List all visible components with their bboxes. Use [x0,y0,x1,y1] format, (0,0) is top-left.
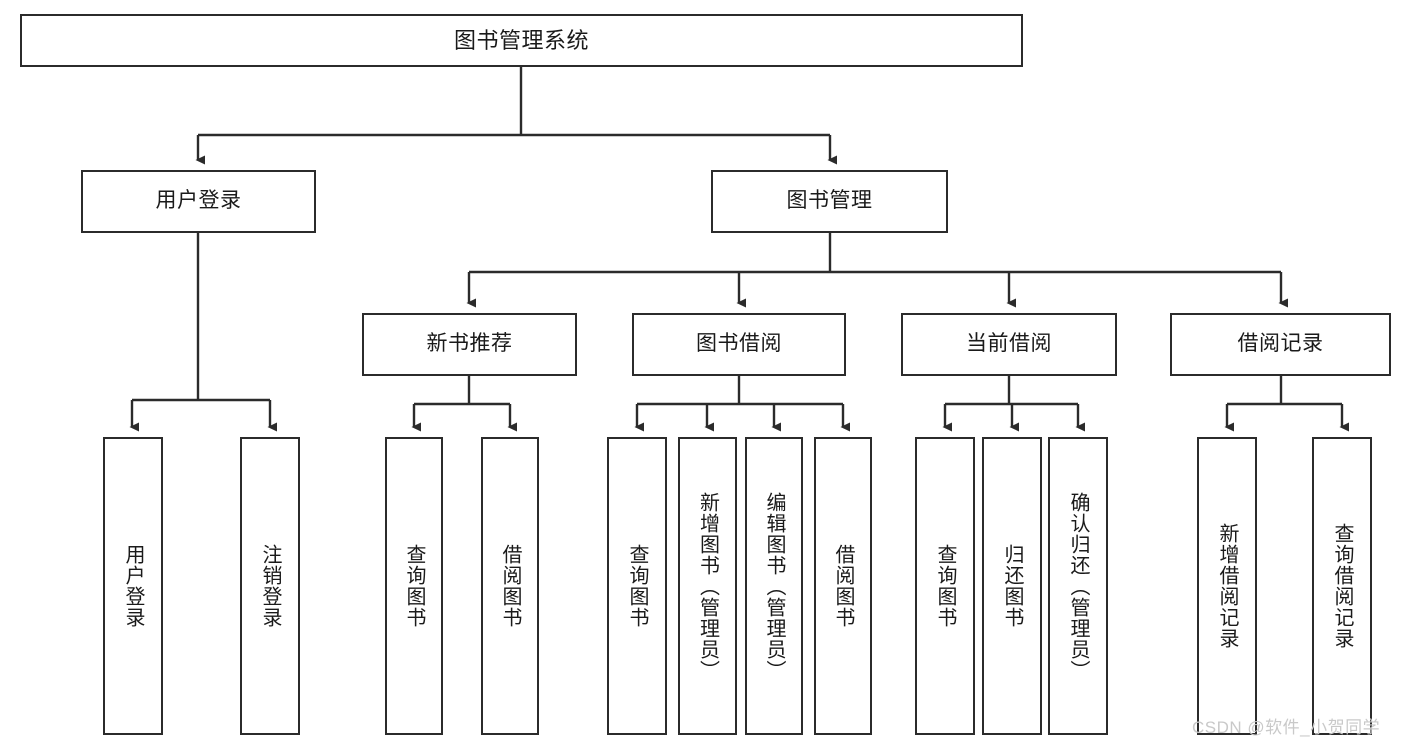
leaf-borrow-query-book[interactable]: 查询图书 [607,437,667,735]
node-label: 借阅图书 [499,544,521,628]
node-label: 图书管理系统 [453,27,589,53]
node-label: 图书借阅 [696,332,782,356]
leaf-recommend-borrow-book[interactable]: 借阅图书 [481,437,539,735]
node-book-borrow[interactable]: 图书借阅 [632,313,846,376]
node-label: 新增借阅记录 [1216,523,1238,649]
leaf-user-login-signin[interactable]: 用户登录 [103,437,163,735]
node-label: 当前借阅 [966,332,1052,356]
node-label: 新书推荐 [426,332,513,356]
node-label: 查询图书 [934,544,956,628]
leaf-current-return-book[interactable]: 归还图书 [982,437,1042,735]
node-label: 查询图书 [403,544,425,628]
leaf-borrow-edit-book-admin[interactable]: 编辑图书（管理员） [745,437,803,735]
node-label: 注销登录 [259,544,281,628]
leaf-borrow-borrow-book[interactable]: 借阅图书 [814,437,872,735]
leaf-borrow-add-book-admin[interactable]: 新增图书（管理员） [678,437,737,735]
node-label: 查询图书 [626,544,648,628]
csdn-watermark: CSDN @软件_小贺同学 [1192,718,1381,737]
leaf-current-confirm-return-admin[interactable]: 确认归还（管理员） [1048,437,1108,735]
node-label: 确认归还（管理员） [1067,491,1089,681]
leaf-current-query-book[interactable]: 查询图书 [915,437,975,735]
node-label: 图书管理 [786,189,873,213]
node-label: 借阅图书 [832,544,854,628]
leaf-user-login-signout[interactable]: 注销登录 [240,437,300,735]
node-label: 用户登录 [155,189,242,213]
leaf-record-query-borrow-record[interactable]: 查询借阅记录 [1312,437,1372,735]
node-label: 编辑图书（管理员） [763,491,785,681]
node-book-management[interactable]: 图书管理 [711,170,948,233]
leaf-recommend-query-book[interactable]: 查询图书 [385,437,443,735]
node-label: 借阅记录 [1237,332,1324,356]
node-new-book-recommend[interactable]: 新书推荐 [362,313,577,376]
node-label: 查询借阅记录 [1331,523,1353,649]
node-label: 归还图书 [1001,544,1023,628]
node-user-login[interactable]: 用户登录 [81,170,316,233]
node-label: 用户登录 [122,544,144,628]
leaf-record-add-borrow-record[interactable]: 新增借阅记录 [1197,437,1257,735]
node-current-borrow[interactable]: 当前借阅 [901,313,1117,376]
node-borrow-record[interactable]: 借阅记录 [1170,313,1391,376]
node-label: 新增图书（管理员） [696,491,719,681]
node-root-book-management-system[interactable]: 图书管理系统 [20,14,1023,67]
